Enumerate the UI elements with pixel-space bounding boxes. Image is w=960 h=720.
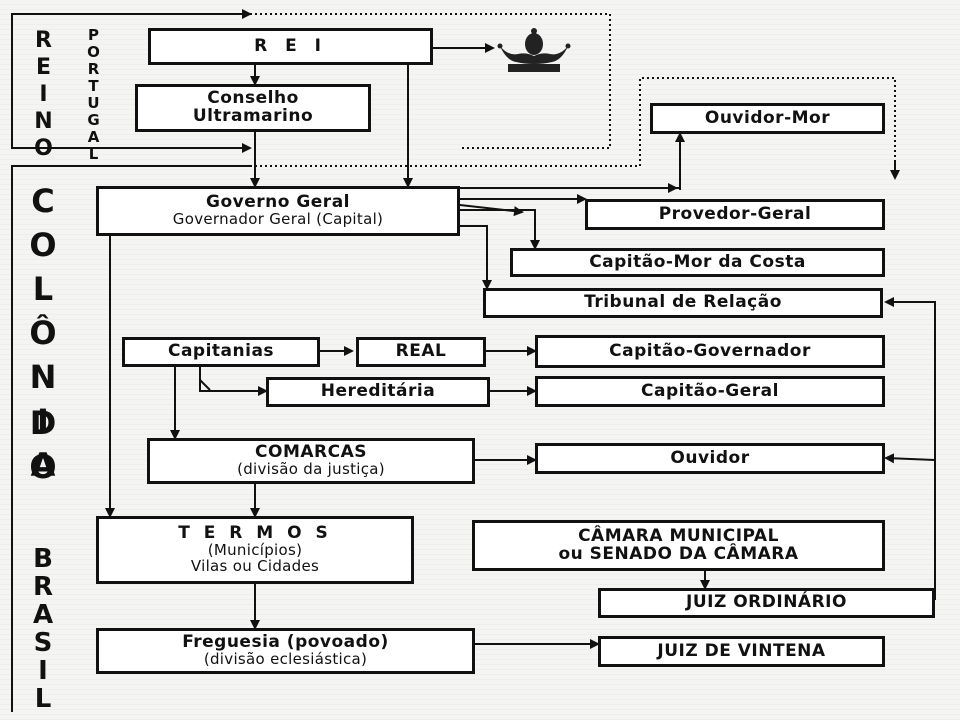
ouvidor-mor-box: Ouvidor-Mor (650, 103, 885, 134)
side-label-portugal: PORTUGAL (82, 26, 104, 165)
reino-text: REINO (31, 28, 56, 163)
freguesia-title: Freguesia (povoado) (182, 632, 389, 653)
side-label-colonia: COLÔNIA (24, 182, 62, 495)
ouvidor-label: Ouvidor (670, 447, 750, 468)
capitanias-label: Capitanias (167, 341, 275, 362)
crown-icon (496, 26, 572, 78)
portugal-text: PORTUGAL (84, 26, 103, 162)
real-box: REAL (356, 337, 486, 367)
capitao-mor-label: Capitão-Mor da Costa (589, 251, 806, 272)
governo-title: Governo Geral (206, 192, 350, 213)
freguesia-sub: (divisão eclesiástica) (203, 650, 368, 669)
capitanias-box: Capitanias (122, 337, 320, 367)
provedor-label: Provedor-Geral (658, 203, 812, 224)
side-label-brasil: BRASIL (26, 544, 60, 717)
freguesia-box: Freguesia (povoado) (divisão eclesiástic… (96, 628, 475, 674)
camara-line2: ou SENADO DA CÂMARA (558, 543, 799, 564)
tribunal-relacao-box: Tribunal de Relação (483, 288, 883, 318)
conselho-ultramarino-box: Conselho Ultramarino (135, 84, 371, 132)
camara-line1: CÂMARA MUNICIPAL (578, 525, 779, 546)
conselho-line2: Ultramarino (192, 106, 314, 126)
comarcas-title: COMARCAS (255, 442, 367, 463)
governo-sub: Governador Geral (Capital) (172, 210, 384, 229)
conselho-line1: Conselho (207, 88, 299, 109)
juiz-vintena-label: JUIZ DE VINTENA (657, 640, 826, 661)
rei-label: R E I (254, 35, 327, 56)
comarcas-box: COMARCAS (divisão da justiça) (147, 438, 475, 484)
capitao-governador-label: Capitão-Governador (609, 340, 811, 361)
provedor-geral-box: Provedor-Geral (585, 199, 885, 230)
capitao-geral-label: Capitão-Geral (641, 380, 779, 401)
termos-sub2: Vilas ou Cidades (190, 556, 320, 575)
ouvidor-box: Ouvidor (535, 443, 885, 474)
capitao-mor-box: Capitão-Mor da Costa (510, 248, 885, 277)
juiz-ordinario-label: JUIZ ORDINÁRIO (686, 592, 847, 613)
ouvidor-mor-label: Ouvidor-Mor (704, 107, 831, 128)
capitao-geral-box: Capitão-Geral (535, 376, 885, 407)
side-label-do: DO (24, 404, 62, 497)
colonia-text: COLÔNIA (24, 182, 62, 490)
rei-box: R E I (148, 28, 433, 65)
comarcas-sub: (divisão da justiça) (237, 460, 385, 479)
brasil-text: BRASIL (28, 544, 58, 712)
governo-geral-box: Governo Geral Governador Geral (Capital) (96, 186, 460, 236)
side-label-reino: REINO (31, 28, 56, 168)
capitao-governador-box: Capitão-Governador (535, 335, 885, 368)
hereditaria-label: Hereditária (320, 381, 436, 402)
juiz-vintena-box: JUIZ DE VINTENA (598, 636, 885, 667)
do-text: DO (24, 404, 62, 492)
termos-sub1: (Municípios) (207, 541, 303, 560)
real-label: REAL (395, 341, 447, 362)
termos-title: T E R M O S (178, 523, 332, 544)
juiz-ordinario-box: JUIZ ORDINÁRIO (598, 588, 935, 618)
camara-municipal-box: CÂMARA MUNICIPAL ou SENADO DA CÂMARA (472, 520, 885, 571)
hereditaria-box: Hereditária (266, 377, 490, 407)
tribunal-label: Tribunal de Relação (584, 292, 782, 313)
termos-box: T E R M O S (Municípios) Vilas ou Cidade… (96, 516, 414, 584)
